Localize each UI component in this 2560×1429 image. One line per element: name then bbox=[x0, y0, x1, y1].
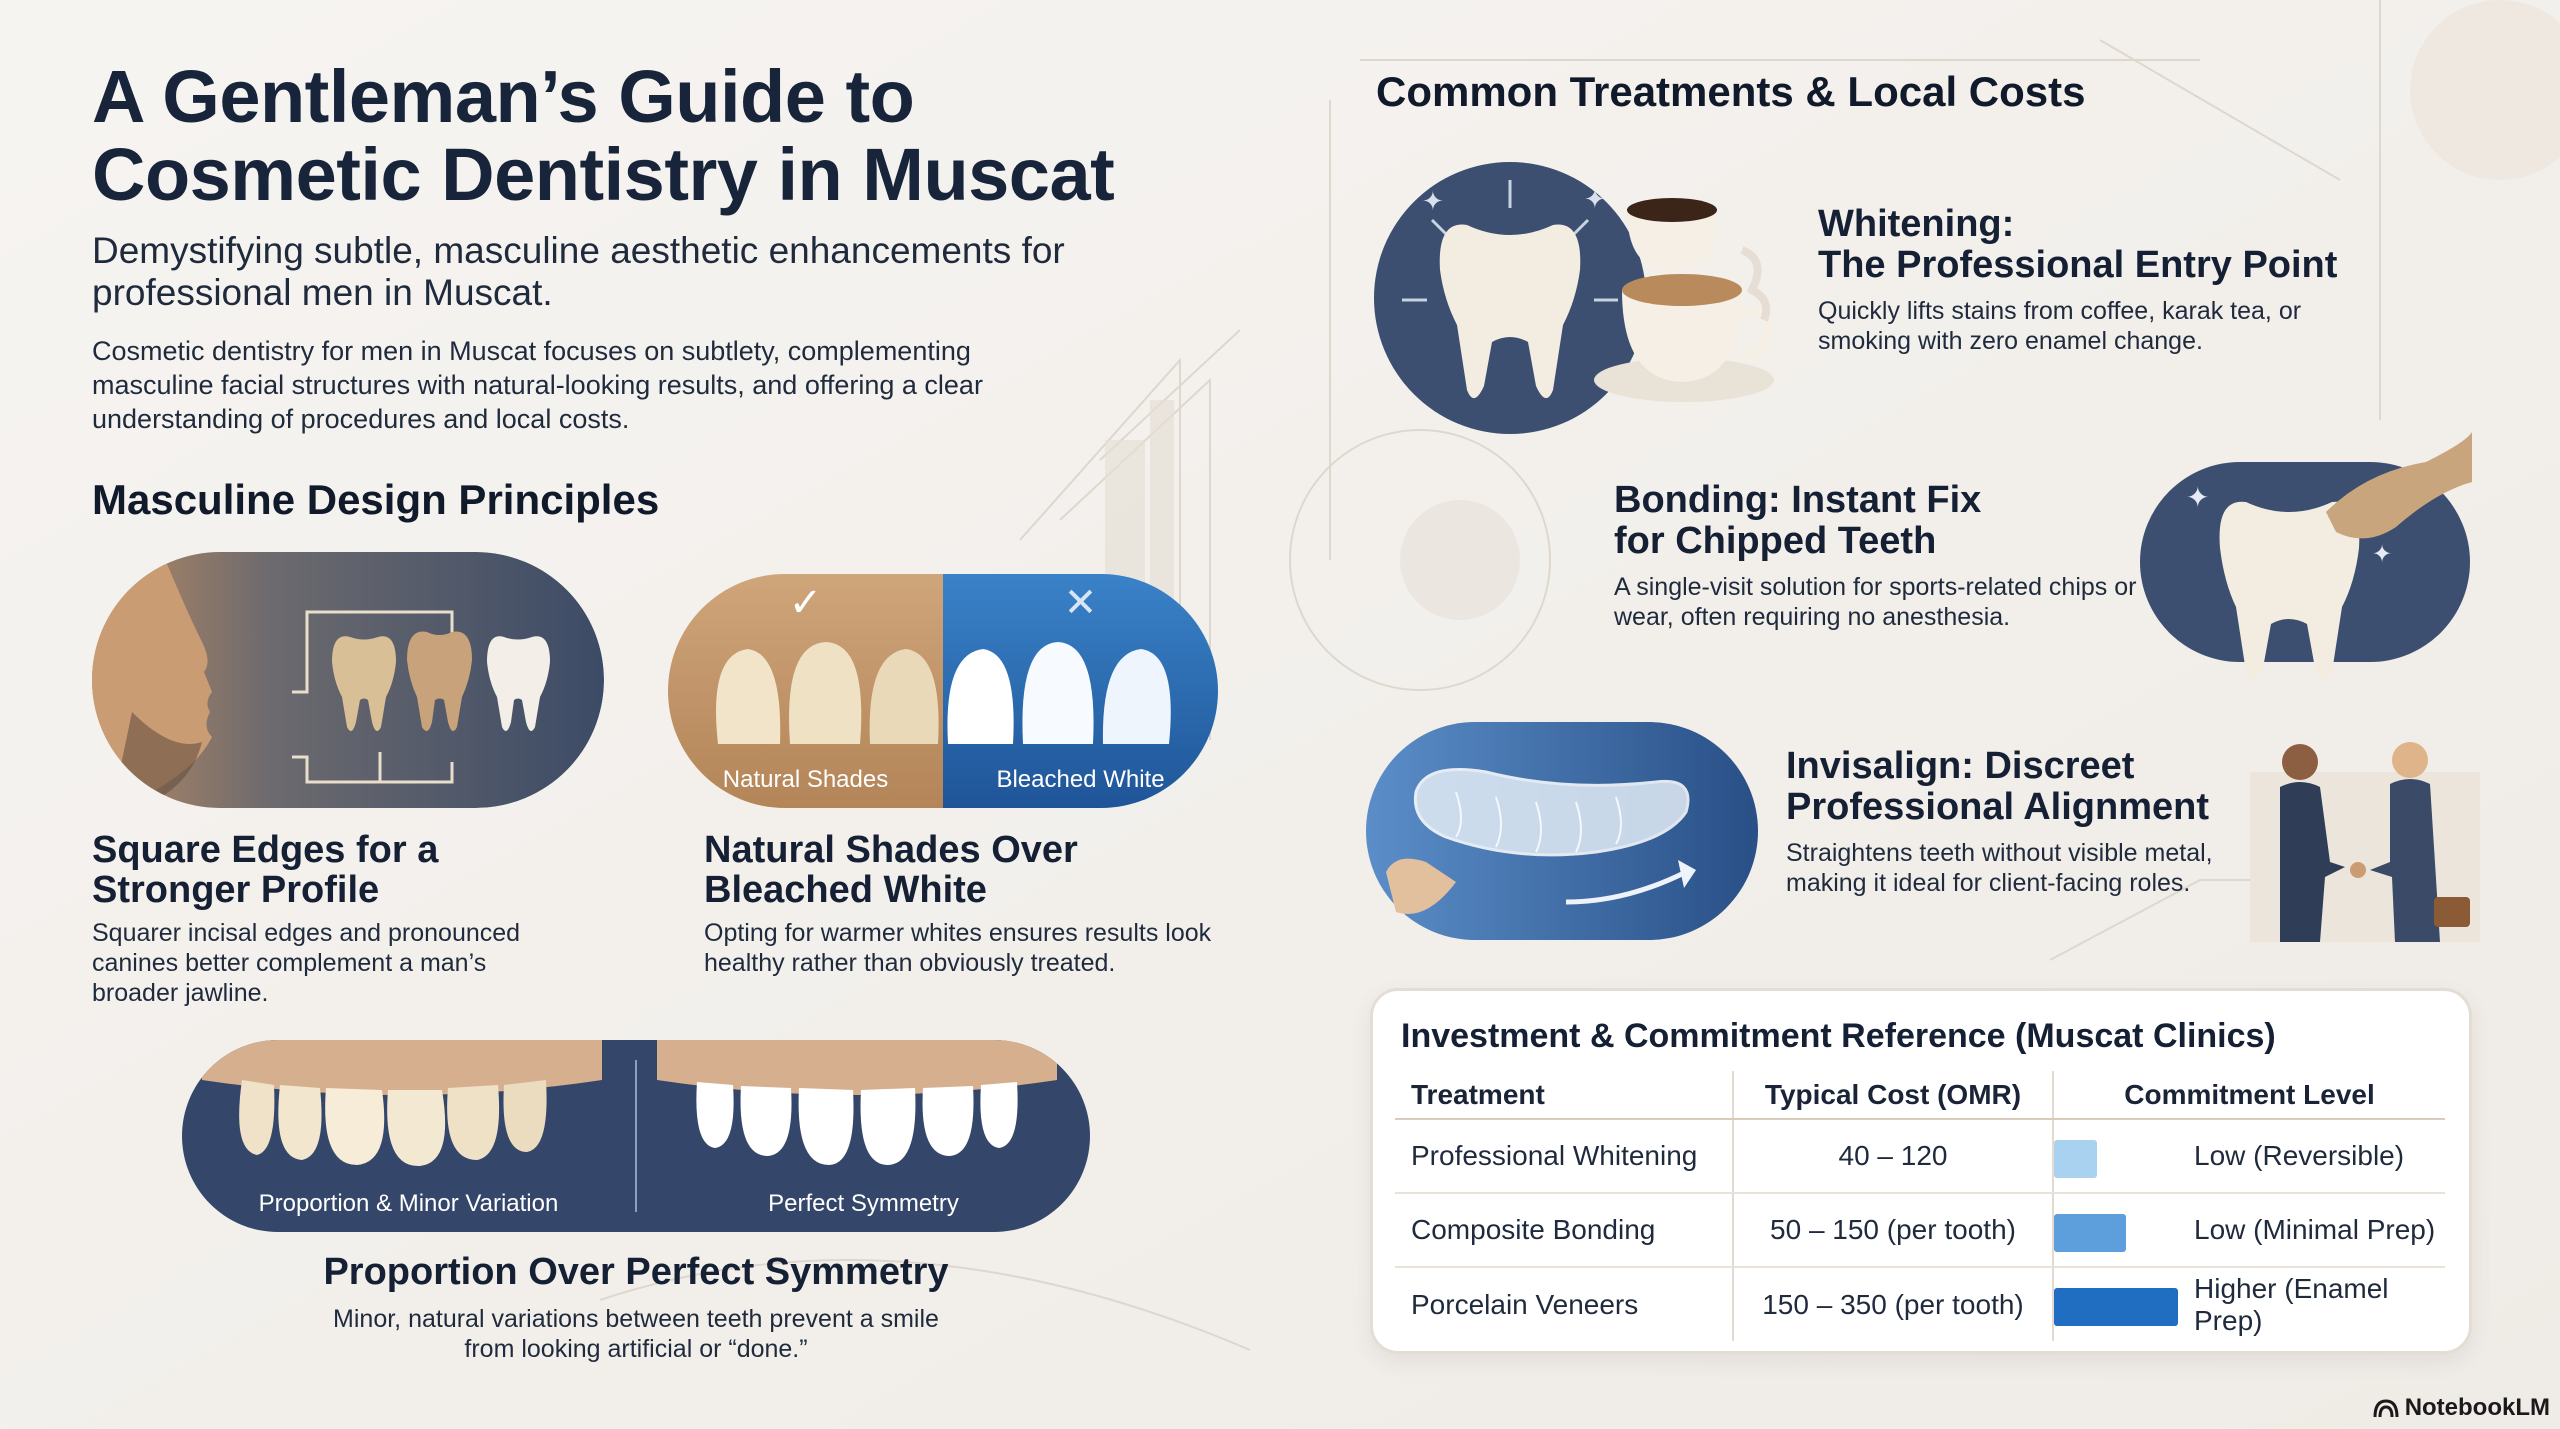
column-header-treatment: Treatment bbox=[1395, 1071, 1733, 1120]
proportion-caption: Proportion & Minor Variation bbox=[258, 1190, 559, 1217]
table-row: Porcelain Veneers 150 – 350 (per tooth) … bbox=[1395, 1267, 2445, 1341]
proportion-title: Proportion Over Perfect Symmetry bbox=[323, 1251, 949, 1293]
cost-table-title: Investment & Commitment Reference (Musca… bbox=[1401, 1017, 2276, 1055]
commitment-level-bar bbox=[2054, 1140, 2097, 1178]
symmetry-caption: Perfect Symmetry bbox=[768, 1190, 959, 1217]
arrow-icon bbox=[1565, 869, 1688, 905]
natural-shades-title-line2: Bleached White bbox=[704, 869, 987, 911]
square-edges-illustration bbox=[92, 552, 604, 808]
varied-teeth bbox=[202, 1040, 602, 1167]
invisalign-title: Invisalign: Discreet Professional Alignm… bbox=[1786, 746, 2209, 828]
bleached-white-panel: ✕ Bleached White bbox=[943, 574, 1218, 808]
square-edges-text: Squarer incisal edges and pronounced can… bbox=[92, 919, 521, 1007]
bonding-title: Bonding: Instant Fix for Chipped Teeth bbox=[1614, 480, 1981, 562]
whitening-illustration: ✦ ✦ bbox=[1374, 162, 1774, 434]
whitening-title: Whitening: The Professional Entry Point bbox=[1818, 204, 2337, 286]
table-header-row: Treatment Typical Cost (OMR) Commitment … bbox=[1395, 1071, 2445, 1120]
cost-table: Treatment Typical Cost (OMR) Commitment … bbox=[1395, 1071, 2445, 1341]
natural-teeth bbox=[716, 642, 939, 744]
table-row: Composite Bonding 50 – 150 (per tooth) L… bbox=[1395, 1193, 2445, 1268]
treatments-heading: Common Treatments & Local Costs bbox=[1376, 68, 2086, 115]
page-title-line2: Cosmetic Dentistry in Muscat bbox=[92, 133, 1115, 216]
natural-shades-text: Opting for warmer whites ensures results… bbox=[704, 919, 1212, 977]
intro-paragraph: Cosmetic dentistry for men in Muscat foc… bbox=[92, 336, 983, 434]
proportion-illustration: Proportion & Minor Variation Perfect Sym… bbox=[182, 1040, 1090, 1232]
principles-heading: Masculine Design Principles bbox=[92, 476, 660, 523]
whitening-title-line1: Whitening: bbox=[1818, 203, 2015, 245]
cost-cell: 40 – 120 bbox=[1732, 1119, 2053, 1194]
square-edges-title-line1: Square Edges for a bbox=[92, 829, 439, 871]
coffee-cup-icon bbox=[1594, 198, 1774, 402]
square-edges-title-line2: Stronger Profile bbox=[92, 869, 380, 911]
proportion-panel: Proportion & Minor Variation bbox=[182, 1040, 635, 1232]
page-title-line1: A Gentleman’s Guide to bbox=[92, 55, 915, 138]
invisalign-title-line2: Professional Alignment bbox=[1786, 786, 2209, 828]
check-icon: ✓ bbox=[788, 581, 823, 625]
bleached-teeth bbox=[947, 642, 1171, 744]
table-row: Professional Whitening 40 – 120 Low (Rev… bbox=[1395, 1119, 2445, 1194]
bonding-illustration: ✦ ✦ bbox=[2140, 432, 2472, 681]
close-icon: ✕ bbox=[1063, 581, 1098, 625]
page-title: A Gentleman’s Guide to Cosmetic Dentistr… bbox=[92, 58, 1272, 214]
commitment-label: Higher (Enamel Prep) bbox=[2194, 1272, 2389, 1336]
cost-cell: 50 – 150 (per tooth) bbox=[1732, 1193, 2053, 1268]
svg-text:✦: ✦ bbox=[1422, 187, 1444, 217]
natural-shades-illustration: ✓ Natural Shades ✕ Bleached White bbox=[668, 574, 1218, 808]
invisalign-illustration bbox=[1366, 722, 1758, 940]
symmetry-panel: Perfect Symmetry bbox=[637, 1040, 1090, 1232]
invisalign-title-line1: Invisalign: Discreet bbox=[1786, 745, 2135, 787]
tooth-icon bbox=[1439, 224, 1581, 399]
commitment-cell: Higher (Enamel Prep) bbox=[2052, 1267, 2445, 1341]
natural-shades-caption: Natural Shades bbox=[722, 766, 889, 793]
brand-name: NotebookLM bbox=[2404, 1394, 2550, 1421]
composite-applicator-icon bbox=[2326, 432, 2472, 539]
tooth-icons bbox=[332, 631, 550, 731]
commitment-cell: Low (Reversible) bbox=[2052, 1119, 2445, 1194]
tooth-icon bbox=[2219, 501, 2360, 681]
businessman-right-icon bbox=[2370, 742, 2470, 942]
treatment-cell: Composite Bonding bbox=[1395, 1193, 1733, 1268]
commitment-cell: Low (Minimal Prep) bbox=[2052, 1193, 2445, 1268]
commitment-label: Low (Minimal Prep) bbox=[2194, 1214, 2436, 1245]
commitment-level-bar bbox=[2054, 1214, 2126, 1252]
notebooklm-logo-icon bbox=[2373, 1399, 2399, 1418]
page-subtitle: Demystifying subtle, masculine aesthetic… bbox=[92, 230, 1065, 313]
whitening-text: Quickly lifts stains from coffee, karak … bbox=[1818, 297, 2302, 355]
whitening-title-line2: The Professional Entry Point bbox=[1818, 244, 2338, 286]
natural-shades-title: Natural Shades Over Bleached White bbox=[704, 830, 1078, 910]
square-edges-title: Square Edges for a Stronger Profile bbox=[92, 830, 438, 910]
bonding-text: A single-visit solution for sports-relat… bbox=[1614, 573, 2137, 631]
commitment-label: Low (Reversible) bbox=[2194, 1140, 2405, 1171]
svg-text:✦: ✦ bbox=[1584, 185, 1606, 215]
svg-text:✦: ✦ bbox=[2186, 481, 2209, 514]
natural-shades-title-line1: Natural Shades Over bbox=[704, 829, 1078, 871]
treatment-cell: Porcelain Veneers bbox=[1411, 1288, 1639, 1320]
cost-cell: 150 – 350 (per tooth) bbox=[1732, 1267, 2053, 1341]
natural-shades-panel: ✓ Natural Shades bbox=[668, 574, 943, 808]
column-header-commitment: Commitment Level bbox=[2052, 1071, 2445, 1120]
divider bbox=[635, 1060, 637, 1212]
brand-logo: NotebookLM bbox=[2373, 1394, 2550, 1422]
bleached-white-caption: Bleached White bbox=[996, 766, 1165, 793]
bonding-title-line1: Bonding: Instant Fix bbox=[1614, 479, 1982, 521]
invisalign-text: Straightens teeth without visible metal,… bbox=[1786, 839, 2213, 897]
cost-reference-card: Investment & Commitment Reference (Musca… bbox=[1370, 988, 2472, 1354]
symmetric-teeth bbox=[657, 1040, 1057, 1165]
treatment-cell: Professional Whitening bbox=[1395, 1119, 1733, 1194]
column-header-cost: Typical Cost (OMR) bbox=[1732, 1071, 2053, 1120]
businessman-left-icon bbox=[2280, 744, 2345, 942]
bonding-title-line2: for Chipped Teeth bbox=[1614, 520, 1937, 562]
proportion-text: Minor, natural variations between teeth … bbox=[333, 1305, 939, 1363]
svg-text:✦: ✦ bbox=[2372, 540, 2392, 568]
handshake-illustration bbox=[2250, 742, 2480, 942]
commitment-level-bar bbox=[2054, 1288, 2178, 1326]
